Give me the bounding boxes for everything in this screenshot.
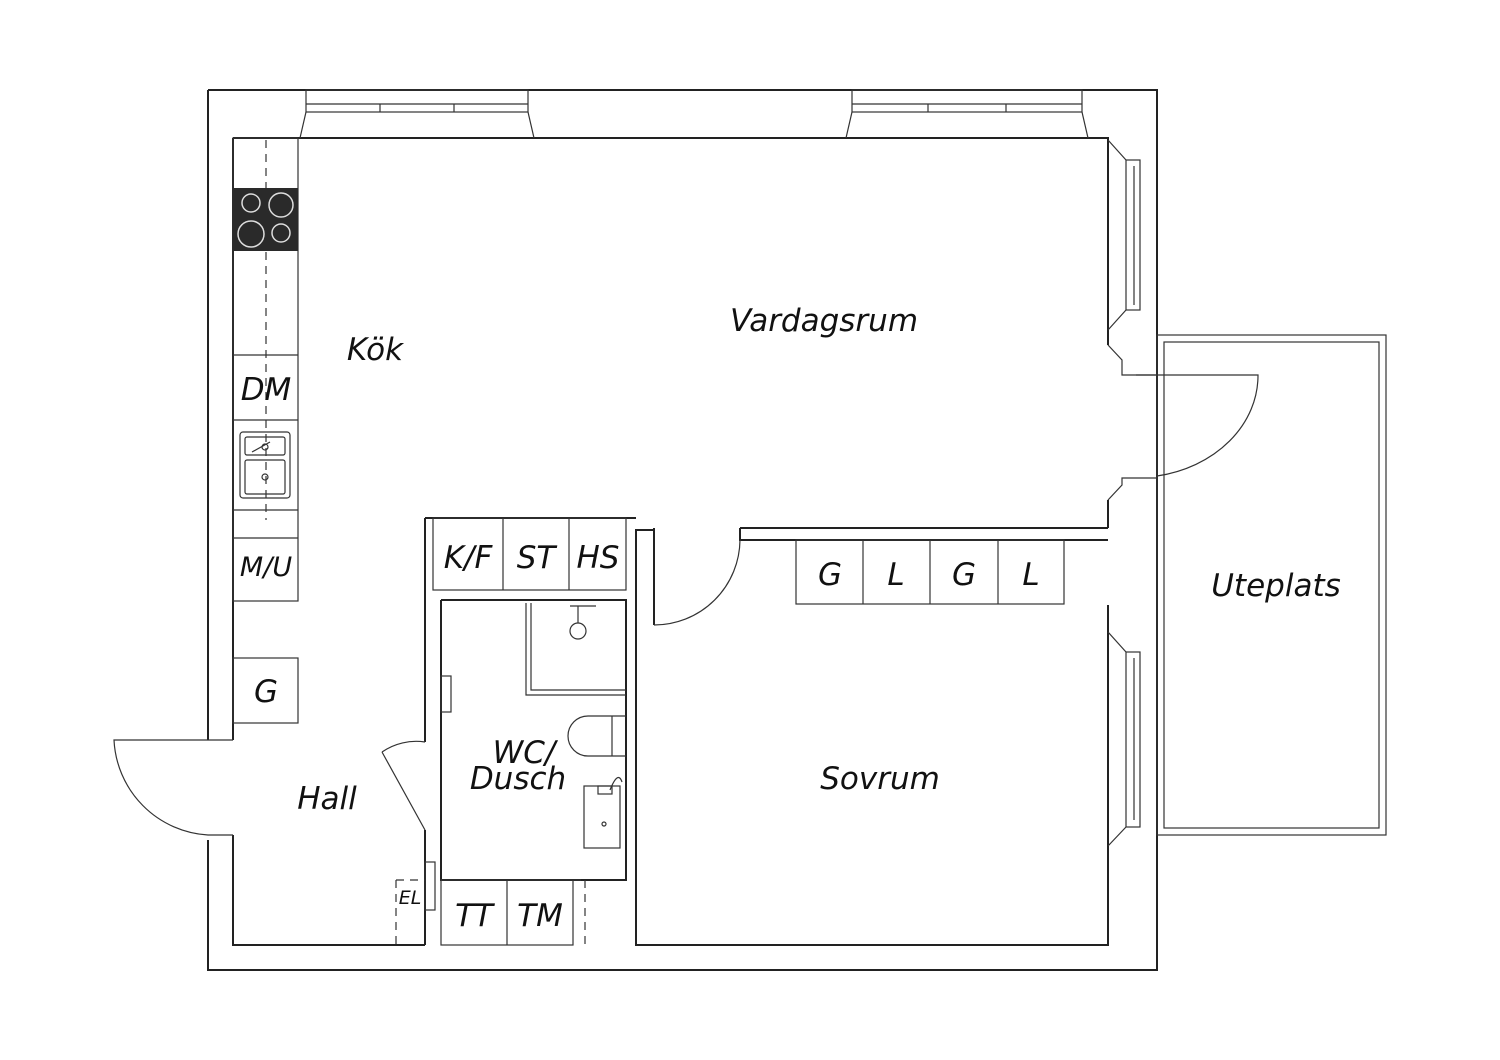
fixture-label-linen-1: L [887,557,904,593]
fixture-label-wardrobe-1: G [818,557,842,593]
fixture-label-linen-cabinet: HS [577,540,620,576]
room-label-kitchen: Kök [347,332,404,368]
window-right-lower [1107,631,1141,847]
fixture-label-kitchen-cabinet: G [254,674,278,710]
window-right-upper [1107,139,1141,331]
fixture-label-wardrobe-2: G [952,557,976,593]
patio-outline [1156,334,1387,836]
fixture-label-electrical: EL [399,887,422,909]
room-label-bedroom: Sovrum [820,761,940,797]
kitchen-cabinet [232,657,299,724]
stove-icon [233,188,298,251]
laundry-row [440,879,586,946]
storage-row [432,517,627,591]
bathroom-sink-icon [583,776,623,849]
fixture-label-microwave-oven: M/U [240,552,292,583]
fixture-label-dishwasher: DM [241,372,292,408]
fixture-label-linen-2: L [1022,557,1039,593]
bedroom-wardrobes [795,539,1065,605]
bathroom-door [381,740,426,831]
shower-icon [525,603,626,696]
room-label-bath-line2: Dusch [470,761,566,797]
room-label-hall: Hall [297,781,357,817]
electrical-panel [395,861,436,945]
window-top-left [299,89,535,139]
front-door [113,739,233,836]
room-label-patio: Uteplats [1211,568,1341,604]
toilet-icon [567,715,626,757]
fixture-label-dryer: TT [455,898,495,934]
mirror-cabinet [440,675,452,713]
kitchen-sink-icon [239,431,291,499]
room-label-bath-line1: WC/ [493,735,559,771]
fixture-label-fridge-freezer: K/F [444,540,494,576]
fixture-label-cleaning-cabinet: ST [517,540,558,576]
fixture-label-washer: TM [517,898,563,934]
bedroom-door [653,539,741,626]
window-top-right [845,89,1089,139]
outer-walls [207,89,1158,971]
balcony-door [1107,344,1259,501]
interior-walls [424,517,1108,945]
room-label-living: Vardagsrum [730,303,918,339]
